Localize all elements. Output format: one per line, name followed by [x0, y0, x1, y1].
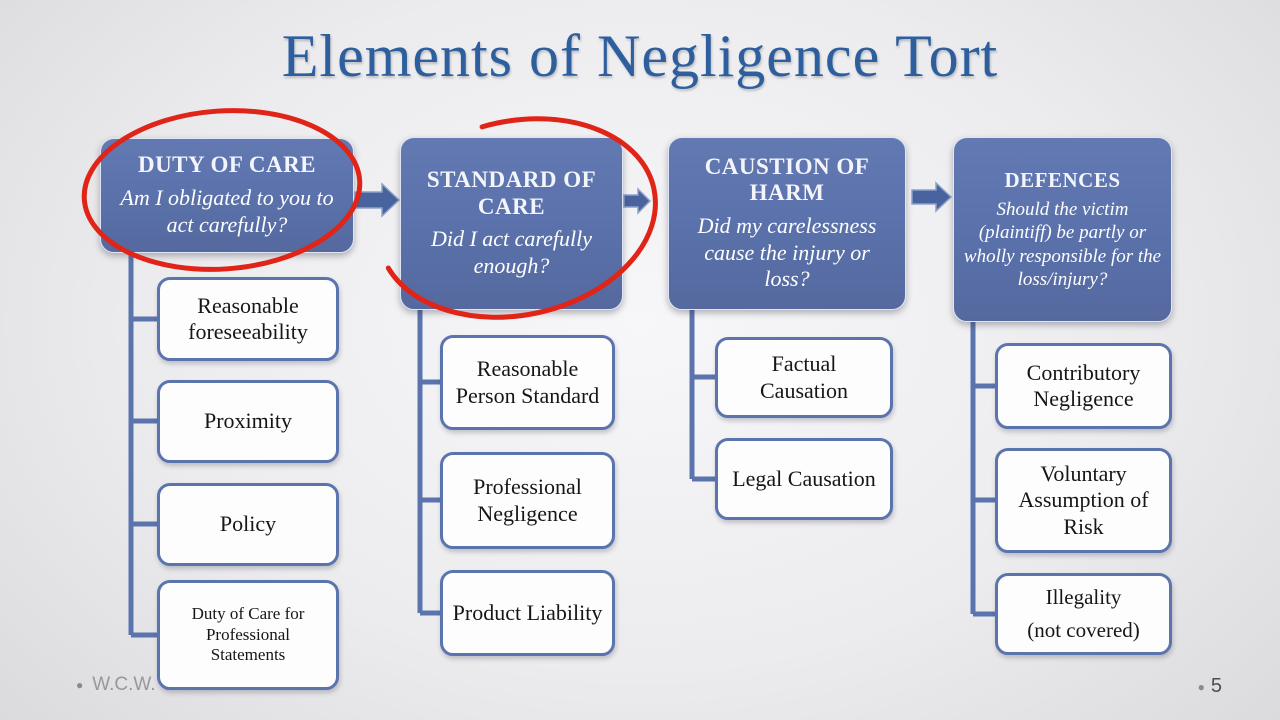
- stage-question-caustion-of-harm: Did my carelessness cause the injury or …: [697, 212, 877, 292]
- node-illegality: Illegality (not covered): [995, 573, 1172, 655]
- stage-heading-standard-of-care: STANDARD OF CARE: [426, 167, 597, 219]
- node-legal-causation: Legal Causation: [715, 438, 893, 520]
- node-label: Contributory Negligence: [1026, 359, 1141, 411]
- node-contributory-negligence: Contributory Negligence: [995, 343, 1172, 429]
- node-product-liability: Product Liability: [440, 570, 615, 656]
- bullet-icon: ●: [1197, 679, 1205, 694]
- node-label: Voluntary Assumption of Risk: [1018, 460, 1149, 539]
- stage-question-defences: Should the victim (plaintiff) be partly …: [963, 199, 1162, 290]
- stage-box-defences: DEFENCES Should the victim (plaintiff) b…: [953, 137, 1172, 322]
- node-factual-causation: Factual Causation: [715, 337, 893, 418]
- node-duty-of-care-for-professional-statements: Duty of Care for Professional Statements: [157, 580, 339, 690]
- stage-heading-caustion-of-harm: CAUSTION OF HARM: [704, 153, 870, 206]
- tree-connector-defences: [970, 322, 995, 617]
- node-label: Reasonable foreseeability: [188, 292, 308, 344]
- tree-connector-standard-of-care: [417, 310, 440, 616]
- node-policy: Policy: [157, 483, 339, 566]
- node-label: Illegality: [1045, 585, 1122, 610]
- node-label: Duty of Care for Professional Statements: [191, 604, 305, 665]
- page-number-text: 5: [1210, 675, 1222, 697]
- node-label: Legal Causation: [732, 465, 876, 491]
- node-label: Reasonable Person Standard: [455, 356, 600, 408]
- node-label: Professional Negligence: [473, 474, 582, 526]
- stage-question-duty-of-care: Am I obligated to you to act carefully?: [120, 184, 334, 237]
- bullet-icon: ●: [76, 678, 84, 692]
- stage-question-standard-of-care: Did I act carefully enough?: [430, 226, 593, 278]
- node-label: Policy: [219, 511, 277, 537]
- stage-box-standard-of-care: STANDARD OF CARE Did I act carefully eno…: [400, 137, 623, 310]
- node-voluntary-assumption-of-risk: Voluntary Assumption of Risk: [995, 448, 1172, 553]
- stage-heading-defences: DEFENCES: [1004, 168, 1121, 193]
- node-label: Factual Causation: [760, 351, 848, 403]
- flow-arrow-icon-1: [354, 182, 401, 218]
- stage-box-duty-of-care: DUTY OF CARE Am I obligated to you to ac…: [100, 138, 354, 253]
- flow-arrow-icon-2: [623, 187, 652, 215]
- node-reasonable-person-standard: Reasonable Person Standard: [440, 335, 615, 430]
- stage-box-caustion-of-harm: CAUSTION OF HARM Did my carelessness cau…: [668, 137, 906, 310]
- node-proximity: Proximity: [157, 380, 339, 463]
- node-note: (not covered): [1027, 617, 1140, 642]
- node-label: Proximity: [203, 408, 292, 434]
- slide-title: Elements of Negligence Tort: [281, 23, 999, 89]
- stage-heading-duty-of-care: DUTY OF CARE: [137, 152, 317, 178]
- node-professional-negligence: Professional Negligence: [440, 452, 615, 549]
- flow-arrow-icon-3: [911, 181, 953, 213]
- tree-connector-caustion-of-harm: [689, 310, 715, 482]
- tree-connector-duty-of-care: [128, 253, 157, 638]
- node-reasonable-foreseeability: Reasonable foreseeability: [157, 277, 339, 361]
- page-number: ● 5: [1198, 675, 1222, 698]
- node-label: Product Liability: [452, 599, 603, 625]
